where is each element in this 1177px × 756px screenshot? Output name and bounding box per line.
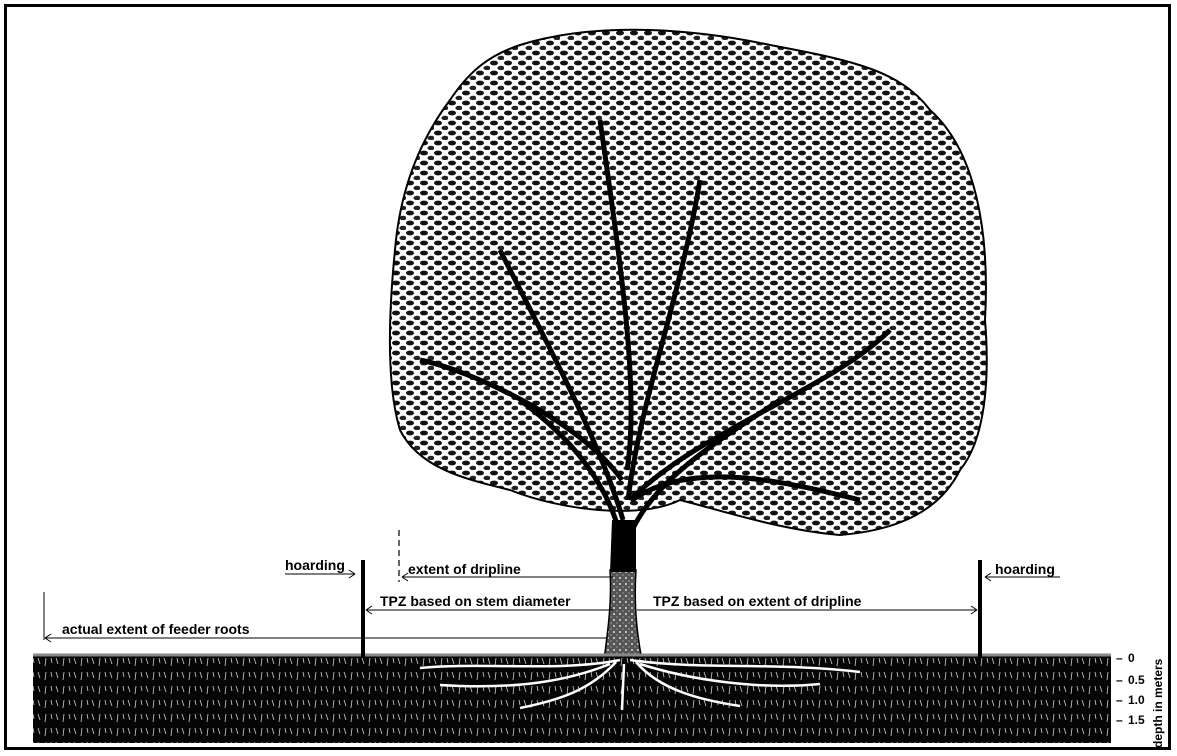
depth-tick-2: 1.0 bbox=[1128, 693, 1145, 707]
depth-tick-3: 1.5 bbox=[1128, 713, 1145, 727]
label-tpz-dripline: TPZ based on extent of dripline bbox=[653, 593, 862, 609]
depth-axis-title: depth in meters bbox=[1151, 658, 1165, 748]
label-feeder-roots: actual extent of feeder roots bbox=[62, 621, 250, 637]
label-hoarding-right: hoarding bbox=[995, 561, 1055, 577]
depth-scale: – 0 – 0.5 – 1.0 – 1.5 depth in meters bbox=[1116, 651, 1165, 748]
label-tpz-stem: TPZ based on stem diameter bbox=[380, 593, 571, 609]
depth-dash-1: – bbox=[1116, 673, 1123, 687]
depth-dash-3: – bbox=[1116, 713, 1123, 727]
depth-tick-0: 0 bbox=[1128, 651, 1135, 665]
label-dripline: extent of dripline bbox=[408, 561, 521, 577]
tree-trunk bbox=[604, 570, 642, 660]
depth-tick-1: 0.5 bbox=[1128, 673, 1145, 687]
depth-dash-2: – bbox=[1116, 693, 1123, 707]
soil-band bbox=[33, 655, 1111, 743]
trunk-upper bbox=[610, 520, 636, 572]
label-hoarding-left: hoarding bbox=[285, 557, 345, 573]
depth-dash-0: – bbox=[1116, 651, 1123, 665]
tree-canopy bbox=[390, 30, 987, 560]
